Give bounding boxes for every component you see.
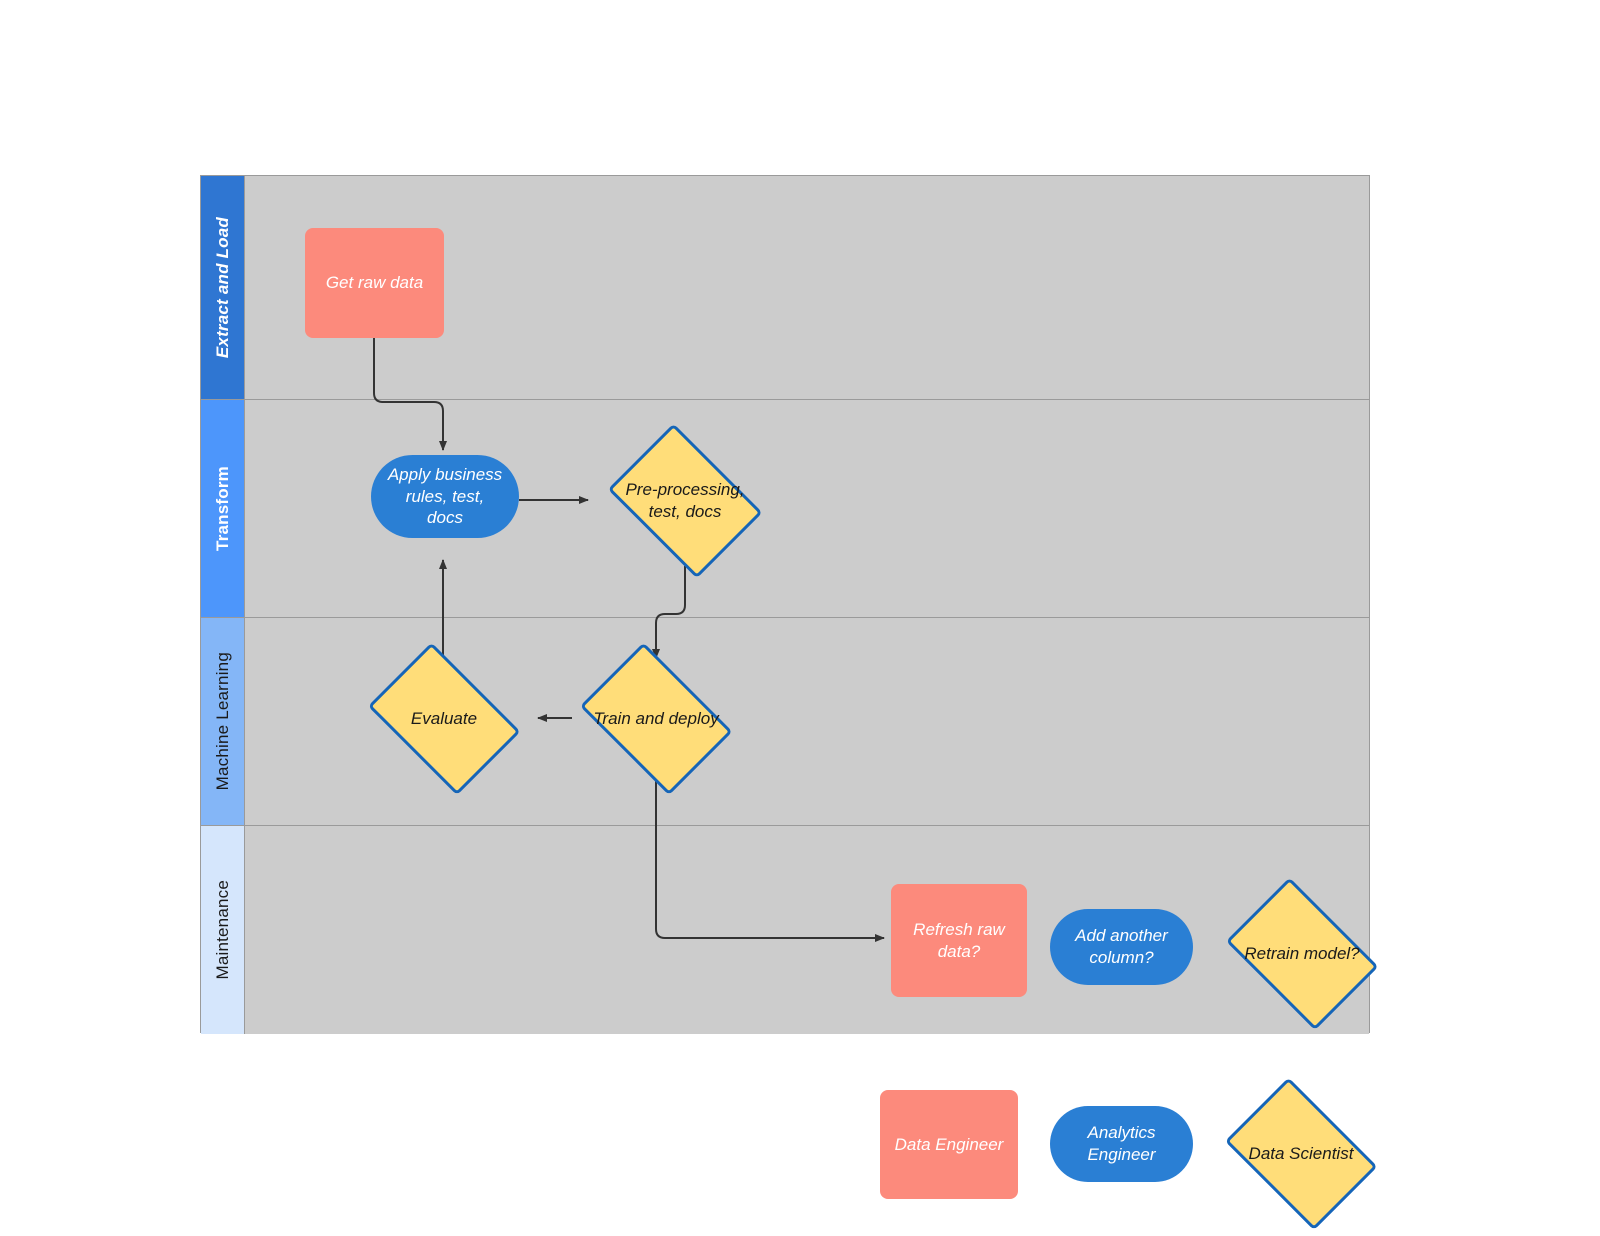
node-add-another-column[interactable]: Add another column? <box>1050 909 1193 985</box>
lane-label-transform: Transform <box>212 466 232 551</box>
legend-label-data-engineer: Data Engineer <box>894 1134 1004 1154</box>
node-label-apply-business-rules: Apply business rules, test, docs <box>387 464 503 528</box>
node-apply-business-rules[interactable]: Apply business rules, test, docs <box>371 455 519 538</box>
lane-header-transform: Transform <box>201 400 245 617</box>
legend-label-analytics-engineer: Analytics Engineer <box>1087 1123 1156 1164</box>
node-label-refresh-raw-data: Refresh raw data? <box>913 919 1005 961</box>
node-get-raw-data[interactable]: Get raw data <box>305 228 444 338</box>
node-label-get-raw-data: Get raw data <box>325 273 424 293</box>
legend: Data Engineer Analytics Engineer Data Sc… <box>870 1077 1378 1231</box>
node-label-evaluate: Evaluate <box>410 709 478 729</box>
lane-maintenance: Maintenance <box>201 826 1369 1034</box>
legend-item-data-scientist: Data Scientist <box>1212 1077 1390 1231</box>
lane-body-maintenance <box>245 826 1369 1034</box>
node-label-train-and-deploy: Train and deploy <box>593 709 719 729</box>
node-label-retrain-model: Retrain model? <box>1244 944 1360 964</box>
node-evaluate[interactable]: Evaluate <box>355 642 533 796</box>
node-retrain-model[interactable]: Retrain model? <box>1213 877 1391 1031</box>
lane-label-maintenance: Maintenance <box>212 880 232 980</box>
node-label-pre-processing: Pre-processing, test, docs <box>625 480 745 521</box>
lane-label-extract-and-load: Extract and Load <box>212 216 232 359</box>
legend-item-analytics-engineer: Analytics Engineer <box>1050 1106 1193 1182</box>
node-pre-processing[interactable]: Pre-processing, test, docs <box>596 423 774 579</box>
legend-item-data-engineer: Data Engineer <box>880 1090 1018 1199</box>
node-label-add-another-column: Add another column? <box>1075 926 1168 967</box>
legend-label-data-scientist: Data Scientist <box>1248 1144 1354 1164</box>
node-refresh-raw-data[interactable]: Refresh raw data? <box>891 884 1027 997</box>
node-train-and-deploy[interactable]: Train and deploy <box>567 642 745 796</box>
lane-label-machine-learning: Machine Learning <box>212 652 232 791</box>
lane-header-maintenance: Maintenance <box>201 826 245 1034</box>
lane-header-machine-learning: Machine Learning <box>201 618 245 825</box>
lane-header-extract-and-load: Extract and Load <box>201 176 245 399</box>
